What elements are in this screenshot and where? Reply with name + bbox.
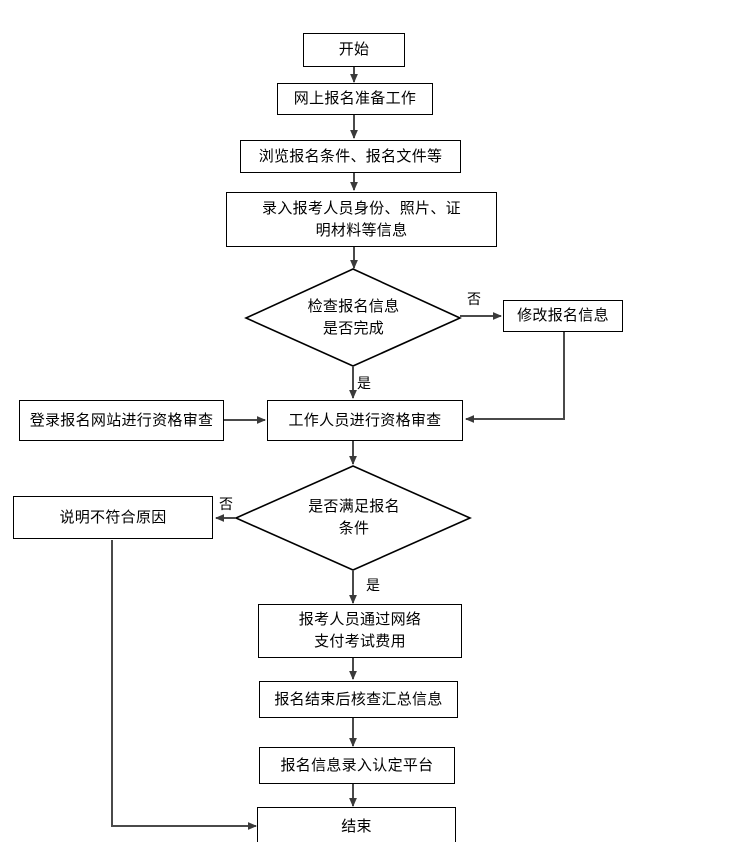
node-start-label: 开始 — [338, 41, 370, 59]
node-browse-requirements[interactable]: 浏览报名条件、报名文件等 — [240, 140, 461, 173]
edge-label-conditions-yes: 是 — [366, 577, 380, 593]
node-login-site-label: 登录报名网站进行资格审查 — [29, 411, 214, 429]
node-enter-platform-label: 报名信息录入认定平台 — [280, 756, 434, 774]
edge-label-conditions-no: 否 — [219, 496, 233, 512]
node-enter-applicant-info[interactable]: 录入报考人员身份、照片、证 明材料等信息 — [226, 192, 497, 247]
node-check-registration-complete[interactable] — [246, 269, 461, 367]
node-browse-label: 浏览报名条件、报名文件等 — [258, 147, 443, 165]
node-modify-info-label: 修改报名信息 — [517, 307, 609, 325]
node-verify-summary-info[interactable]: 报名结束后核查汇总信息 — [259, 681, 458, 718]
node-enter-info-label: 录入报考人员身份、照片、证 明材料等信息 — [262, 199, 461, 239]
node-explain-noncompliance-reason[interactable]: 说明不符合原因 — [13, 496, 213, 539]
node-enter-info-into-platform[interactable]: 报名信息录入认定平台 — [259, 747, 455, 784]
node-end[interactable]: 结束 — [257, 807, 456, 842]
node-meets-registration-conditions[interactable] — [236, 466, 471, 571]
node-end-label: 结束 — [341, 818, 372, 836]
node-login-registration-site[interactable]: 登录报名网站进行资格审查 — [19, 400, 224, 441]
node-prepare-label: 网上报名准备工作 — [293, 90, 417, 108]
node-staff-qualification-review[interactable]: 工作人员进行资格审查 — [267, 400, 463, 441]
node-start[interactable]: 开始 — [303, 33, 405, 67]
node-verify-summary-label: 报名结束后核查汇总信息 — [274, 690, 443, 708]
node-explain-reason-label: 说明不符合原因 — [59, 508, 167, 526]
node-online-registration-preparation[interactable]: 网上报名准备工作 — [277, 83, 433, 115]
node-pay-exam-fee[interactable]: 报考人员通过网络 支付考试费用 — [258, 604, 462, 658]
edge-label-check-no: 否 — [467, 291, 481, 307]
node-staff-review-label: 工作人员进行资格审查 — [288, 411, 442, 429]
edge-label-check-yes: 是 — [357, 375, 371, 391]
node-modify-registration-info[interactable]: 修改报名信息 — [503, 300, 623, 332]
node-pay-fee-label: 报考人员通过网络 支付考试费用 — [298, 611, 422, 650]
